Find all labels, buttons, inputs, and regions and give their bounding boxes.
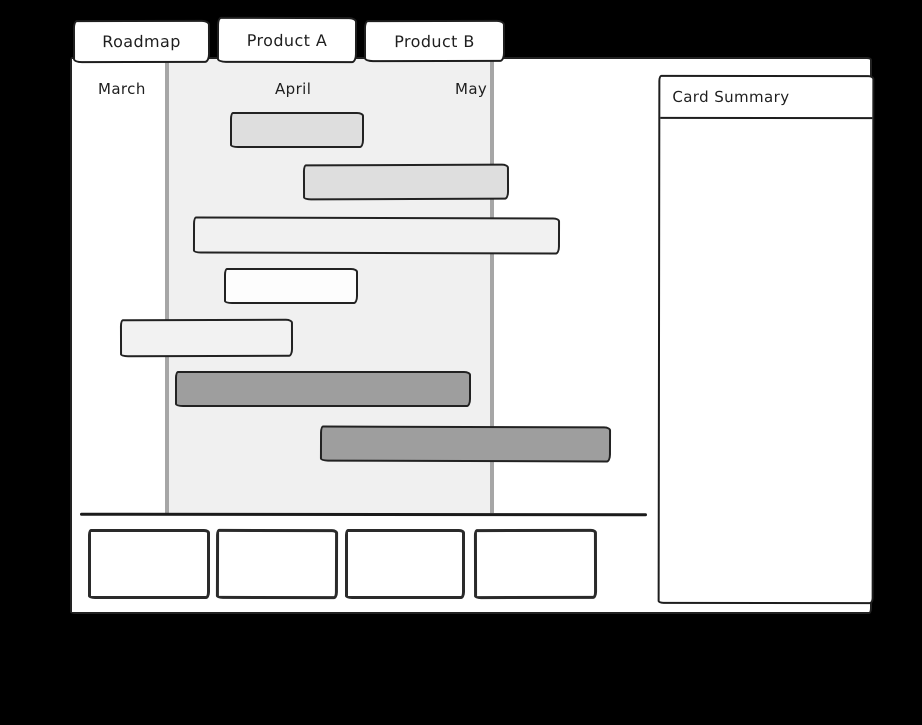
tab-product-b[interactable]: Product B (363, 19, 506, 63)
gantt-bar-6[interactable] (175, 371, 471, 407)
bottom-card-3[interactable] (345, 529, 465, 599)
month-label-april: April (275, 80, 312, 98)
gantt-bar-2[interactable] (302, 163, 510, 201)
card-summary-header: Card Summary (660, 76, 873, 120)
bottom-card-4[interactable] (473, 528, 598, 600)
card-summary-title: Card Summary (672, 87, 790, 107)
tab-roadmap[interactable]: Roadmap (72, 19, 211, 64)
gantt-bar-3[interactable] (192, 216, 561, 255)
gantt-bar-5[interactable] (119, 318, 294, 358)
bottom-card-1[interactable] (88, 529, 210, 599)
month-label-may: May (455, 80, 488, 98)
bottom-card-2[interactable] (215, 528, 339, 600)
tab-product-a-label: Product A (246, 30, 328, 50)
card-summary-panel: Card Summary (657, 74, 875, 605)
tab-product-b-label: Product B (394, 31, 475, 51)
column-divider-right (490, 59, 494, 513)
gantt-bar-1[interactable] (230, 112, 364, 148)
card-summary-body (660, 119, 873, 602)
column-divider-left (165, 59, 169, 513)
gantt-bar-4[interactable] (224, 268, 358, 304)
gantt-bar-7[interactable] (319, 425, 612, 463)
timeline-baseline (79, 512, 648, 517)
roadmap-canvas: March April May Card Summary (70, 57, 875, 614)
tab-product-a[interactable]: Product A (216, 16, 358, 64)
tab-roadmap-label: Roadmap (102, 31, 181, 52)
month-label-march: March (98, 80, 146, 98)
